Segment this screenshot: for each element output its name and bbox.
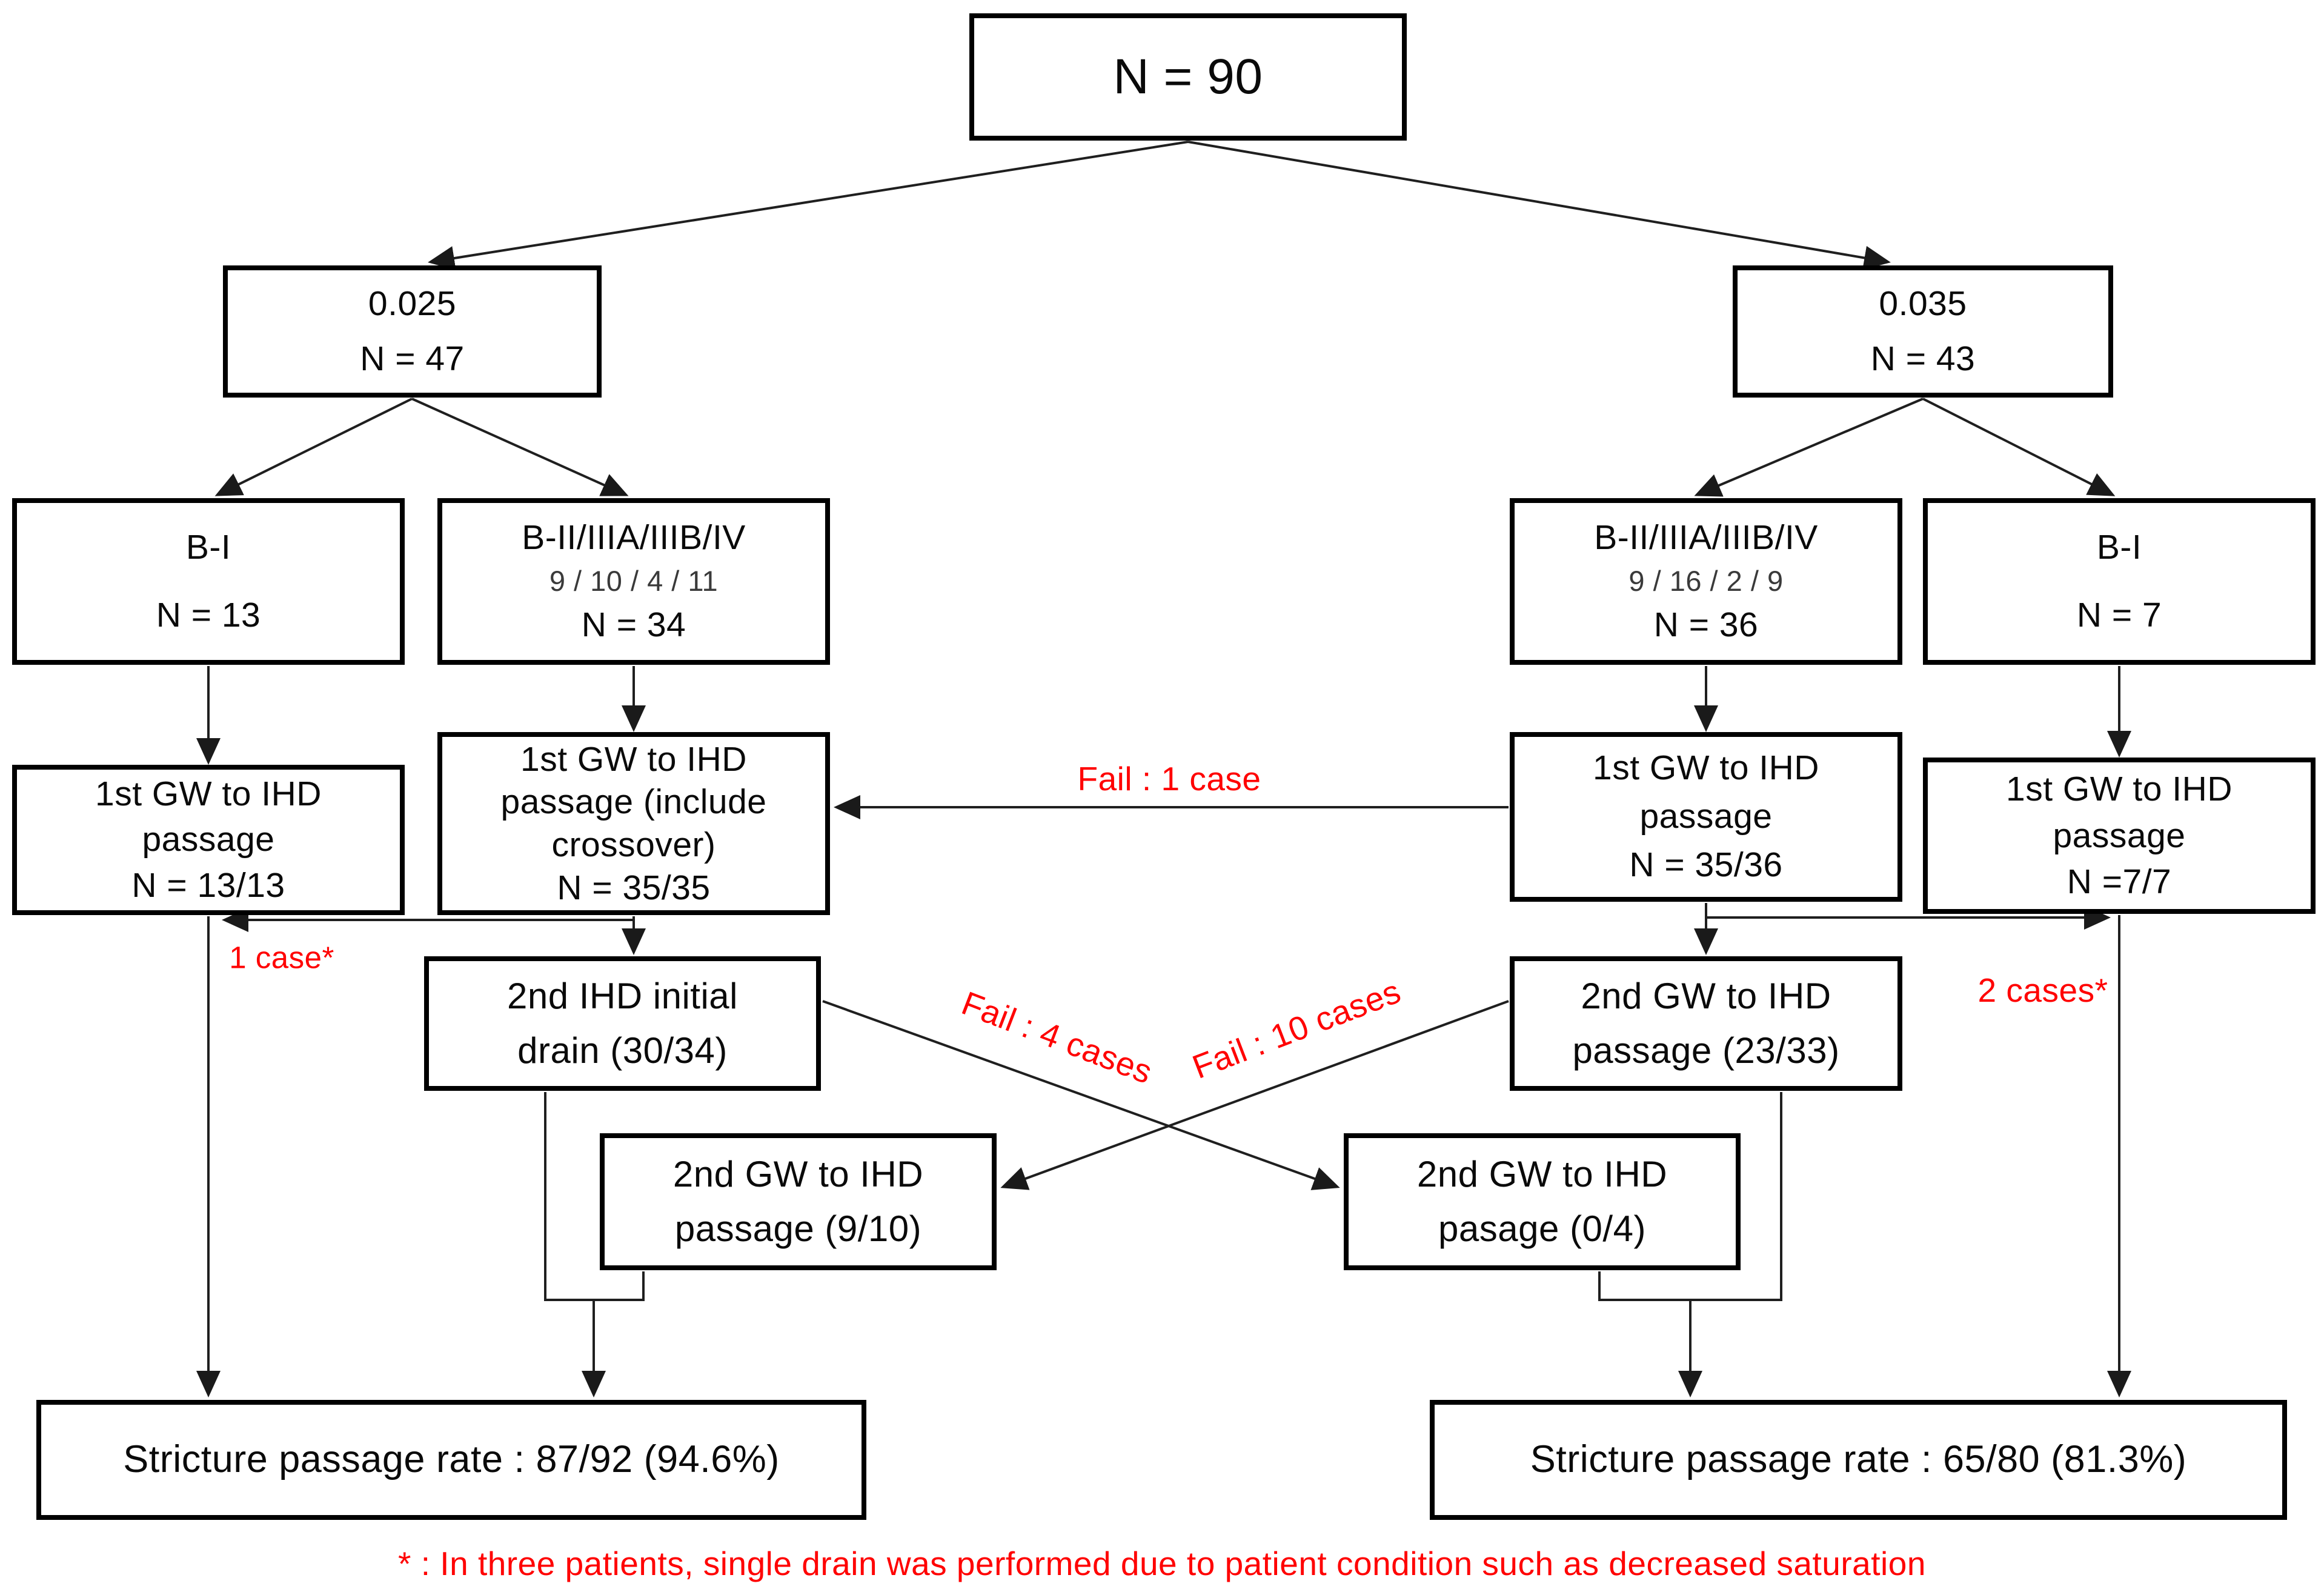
right-2nd-passage-line2: passage (23/33) (1572, 1030, 1840, 1071)
left-b2-type: B-II/IIIA/IIIB/IV (522, 518, 746, 558)
dose-025-value: 0.025 (368, 284, 457, 323)
left-b2-passage-line3: crossover) (551, 825, 716, 864)
arrow-025-to-b2 (411, 398, 629, 496)
arrow-035-to-b1 (1922, 398, 2116, 496)
arrow-fail-4-cases (822, 1000, 1340, 1190)
arrow-total-to-035 (1187, 141, 1891, 270)
left-b2-passage-n: N = 35/35 (557, 868, 711, 907)
arrow-total-to-025 (428, 141, 1189, 270)
right-b2-breakdown: 9 / 16 / 2 / 9 (1628, 565, 1784, 598)
node-left-b1-passage: 1st GW to IHD passage N = 13/13 (12, 765, 405, 915)
right-b1-passage-line2: passage (2053, 816, 2186, 855)
node-dose-025: 0.025 N = 47 (223, 265, 602, 398)
right-b2-n: N = 36 (1653, 605, 1759, 644)
node-right-2nd-gw: 2nd GW to IHD pasage (0/4) (1344, 1133, 1741, 1270)
node-right-2nd-passage: 2nd GW to IHD passage (23/33) (1510, 956, 1902, 1091)
left-2nd-drain-line1: 2nd IHD initial (506, 976, 738, 1016)
node-left-b1: B-I N = 13 (12, 498, 405, 665)
node-right-b1: B-I N = 7 (1923, 498, 2316, 665)
left-2nd-drain-line2: drain (30/34) (517, 1030, 728, 1071)
left-2nd-gw-line2: passage (9/10) (674, 1208, 922, 1249)
right-b2-passage-line1: 1st GW to IHD (1593, 748, 1819, 788)
node-left-b2-passage-crossover: 1st GW to IHD passage (include crossover… (437, 732, 830, 915)
left-b2-passage-line2: passage (include (500, 782, 767, 822)
node-total-label: N = 90 (1113, 48, 1263, 104)
dose-035-value: 0.035 (1879, 284, 1967, 323)
left-2nd-gw-line1: 2nd GW to IHD (672, 1154, 924, 1194)
right-b1-passage-line1: 1st GW to IHD (2006, 769, 2233, 808)
left-b1-passage-n: N = 13/13 (131, 865, 285, 905)
right-b2-type: B-II/IIIA/IIIB/IV (1594, 518, 1818, 558)
right-b2-passage-line2: passage (1639, 797, 1773, 836)
node-right-b2-passage: 1st GW to IHD passage N = 35/36 (1510, 732, 1902, 902)
node-left-2nd-gw: 2nd GW to IHD passage (9/10) (600, 1133, 997, 1270)
left-b1-type: B-I (185, 528, 231, 567)
left-b1-n: N = 13 (156, 595, 261, 634)
arrow-035-to-b2 (1694, 398, 1924, 497)
left-b1-passage-line1: 1st GW to IHD (95, 774, 322, 814)
right-b2-passage-n: N = 35/36 (1629, 845, 1783, 884)
footnote: * : In three patients, single drain was … (398, 1545, 1926, 1582)
left-b2-breakdown: 9 / 10 / 4 / 11 (549, 565, 719, 598)
node-total: N = 90 (969, 13, 1407, 141)
node-left-2nd-drain: 2nd IHD initial drain (30/34) (424, 956, 821, 1091)
arrow-fail-10-cases (1000, 1000, 1509, 1190)
node-right-b1-passage: 1st GW to IHD passage N =7/7 (1923, 758, 2316, 914)
dose-025-n: N = 47 (360, 339, 465, 378)
right-2nd-gw-line1: 2nd GW to IHD (1416, 1154, 1668, 1194)
right-b1-type: B-I (2096, 528, 2142, 567)
node-left-b2: B-II/IIIA/IIIB/IV 9 / 10 / 4 / 11 N = 34 (437, 498, 830, 665)
node-dose-035: 0.035 N = 43 (1733, 265, 2113, 398)
annotation-one-case: 1 case* (229, 940, 334, 975)
left-b2-n: N = 34 (581, 605, 686, 644)
right-2nd-gw-line2: pasage (0/4) (1438, 1208, 1646, 1249)
left-b2-passage-line1: 1st GW to IHD (520, 739, 747, 779)
node-right-b2: B-II/IIIA/IIIB/IV 9 / 16 / 2 / 9 N = 36 (1510, 498, 1902, 665)
left-b1-passage-line2: passage (142, 820, 275, 859)
right-result-text: Stricture passage rate : 65/80 (81.3%) (1530, 1438, 2187, 1481)
right-b1-passage-n: N =7/7 (2067, 862, 2172, 902)
annotation-two-cases: 2 cases* (1977, 971, 2108, 1009)
right-b1-n: N = 7 (2076, 595, 2162, 634)
node-right-result: Stricture passage rate : 65/80 (81.3%) (1430, 1400, 2287, 1520)
right-2nd-passage-line1: 2nd GW to IHD (1581, 976, 1831, 1016)
node-left-result: Stricture passage rate : 87/92 (94.6%) (36, 1400, 866, 1520)
left-result-text: Stricture passage rate : 87/92 (94.6%) (123, 1438, 780, 1481)
dose-035-n: N = 43 (1870, 339, 1976, 378)
arrow-025-to-b1 (214, 398, 413, 496)
annotation-fail-1-case: Fail : 1 case (1077, 760, 1261, 798)
